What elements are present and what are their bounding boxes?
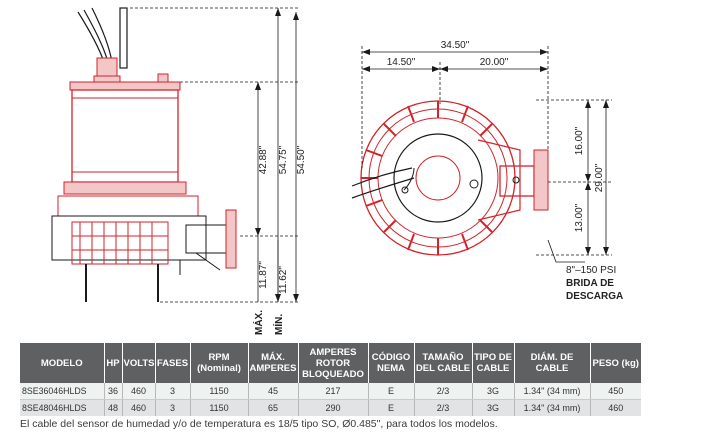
- column-header: FASES: [155, 343, 191, 383]
- footnote: El cable del sensor de humedad y/o de te…: [20, 418, 498, 430]
- table-cell: 36: [104, 383, 123, 400]
- table-cell: 460: [122, 383, 156, 400]
- column-header: MODELO: [20, 343, 105, 383]
- table-header-row: MODELO HP VOLTS FASES RPM (Nominal) MÁX.…: [20, 343, 641, 383]
- table-cell: 2/3: [414, 399, 473, 416]
- flange-callout-line1: 8"–150 PSI: [566, 265, 616, 276]
- dim-left-width: 14.50": [387, 57, 416, 68]
- table-cell: 1.34" (34 mm): [514, 383, 591, 400]
- table-cell: 3G: [472, 383, 515, 400]
- pump-top-view: [351, 100, 549, 256]
- table-cell: 1.34" (34 mm): [514, 399, 591, 416]
- dim-total-height-min: 54.50": [296, 145, 307, 174]
- table-cell: E: [368, 399, 415, 416]
- table-cell: 45: [248, 383, 299, 400]
- table-cell: 3: [155, 399, 191, 416]
- pump-side-view: [51, 7, 237, 302]
- pump-dimension-drawing: 42.88" 54.75" 54.50" 11.87" 11.62" MÁX. …: [51, 7, 623, 335]
- dim-depth-total: 29.00": [594, 163, 605, 192]
- table-cell: 217: [298, 383, 369, 400]
- side-dimension-lines: [130, 7, 300, 303]
- table-cell: 3G: [472, 399, 515, 416]
- dim-right-width: 20.00": [480, 57, 509, 68]
- min-label: MÍN.: [272, 314, 285, 335]
- column-header: RPM (Nominal): [190, 343, 249, 383]
- column-header: TAMAÑO DEL CABLE: [414, 343, 473, 383]
- column-header: DIÁM. DE CABLE: [514, 343, 591, 383]
- top-dimension-lines: [361, 46, 612, 263]
- column-header: PESO (kg): [590, 343, 641, 383]
- column-header: AMPERES ROTOR BLOQUEADO: [298, 343, 369, 383]
- dim-base-height-min: 11.62": [278, 266, 289, 294]
- dim-motor-height: 42.88": [258, 145, 269, 174]
- table-cell: 450: [590, 383, 641, 400]
- dim-depth-lower: 13.00": [574, 203, 585, 232]
- dim-base-height-max: 11.87": [258, 261, 269, 289]
- column-header: TIPO DE CABLE: [472, 343, 515, 383]
- table-cell: 8SE48046HLDS: [20, 399, 105, 416]
- dim-overall-width: 34.50": [441, 40, 470, 51]
- column-header: MÁX. AMPERES: [248, 343, 299, 383]
- table-cell: E: [368, 383, 415, 400]
- table-cell: 1150: [190, 399, 249, 416]
- column-header: CÓDIGO NEMA: [368, 343, 415, 383]
- table-cell: 48: [104, 399, 123, 416]
- table-row: 8SE36046HLDS 36 460 3 1150 45 217 E 2/3 …: [20, 383, 641, 400]
- table-cell: 3: [155, 383, 191, 400]
- flange-callout-line2: BRIDA DE: [566, 278, 614, 289]
- column-header: HP: [104, 343, 123, 383]
- dim-depth-upper: 16.00": [574, 126, 585, 155]
- max-label: MÁX.: [252, 310, 265, 335]
- dim-total-height-max: 54.75": [278, 145, 289, 174]
- table-cell: 2/3: [414, 383, 473, 400]
- table-cell: 290: [298, 399, 369, 416]
- table-cell: 460: [590, 399, 641, 416]
- table-cell: 65: [248, 399, 299, 416]
- specifications-table: MODELO HP VOLTS FASES RPM (Nominal) MÁX.…: [20, 343, 641, 416]
- table-cell: 8SE36046HLDS: [20, 383, 105, 400]
- table-cell: 1150: [190, 383, 249, 400]
- table-row: 8SE48046HLDS 48 460 3 1150 65 290 E 2/3 …: [20, 399, 641, 416]
- column-header: VOLTS: [122, 343, 156, 383]
- flange-callout-line3: DESCARGA: [566, 291, 623, 302]
- table-cell: 460: [122, 399, 156, 416]
